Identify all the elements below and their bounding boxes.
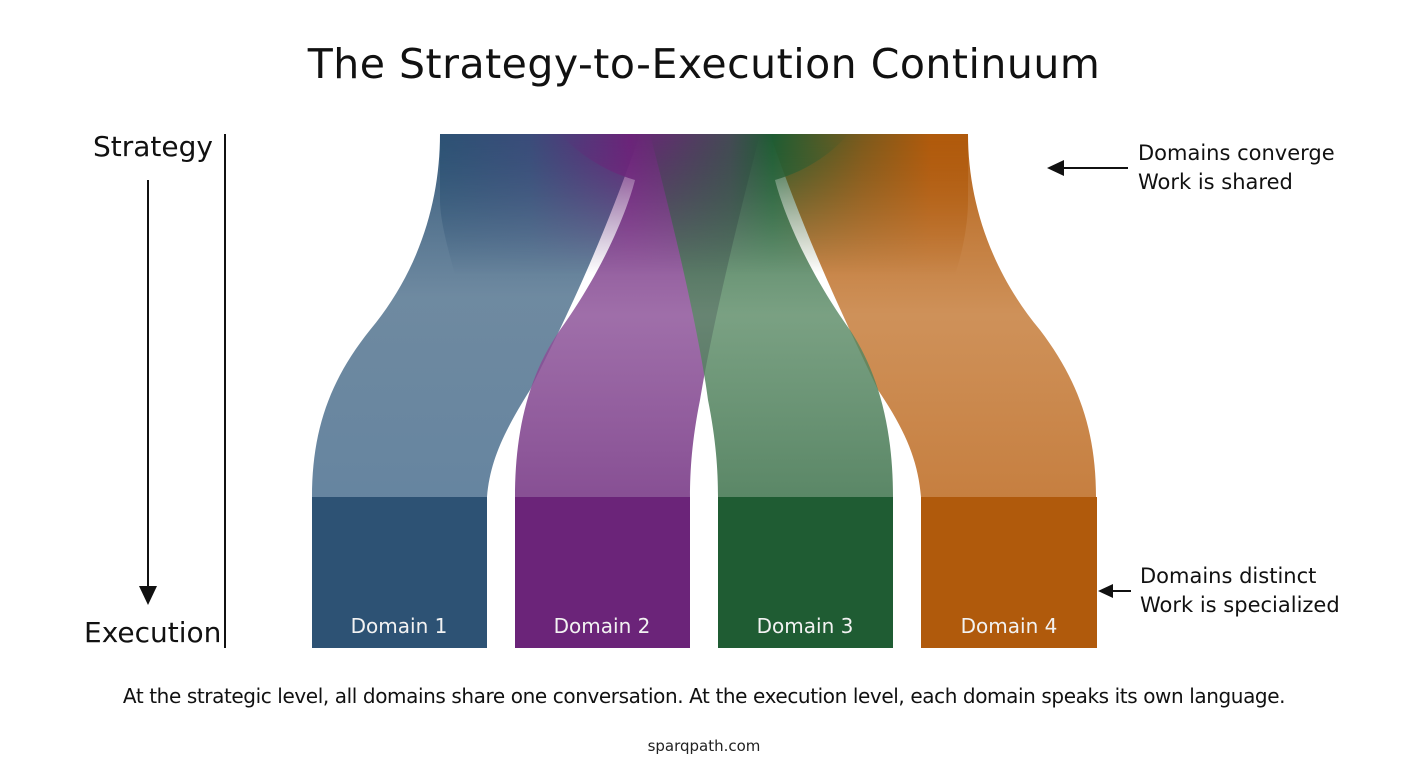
annotation-distinct-line1: Domains distinct <box>1140 564 1317 588</box>
annotation-distinct-line2: Work is specialized <box>1140 593 1340 617</box>
axis-label-execution: Execution <box>84 616 222 649</box>
page-title: The Strategy-to-Execution Continuum <box>307 40 1101 88</box>
left-arrow-icon <box>1047 160 1128 176</box>
domain-1-block <box>312 497 487 648</box>
left-arrow-icon <box>1098 584 1131 598</box>
domain-1-label: Domain 1 <box>350 614 448 638</box>
domain-2-block <box>515 497 690 648</box>
axis-divider-line <box>224 134 226 648</box>
down-arrow-icon <box>139 180 157 605</box>
annotation-converge-line1: Domains converge <box>1138 141 1335 165</box>
domain-4-label: Domain 4 <box>960 614 1058 638</box>
axis-label-strategy: Strategy <box>93 130 213 163</box>
domain-3-label: Domain 3 <box>756 614 854 638</box>
domain-4-block <box>921 497 1097 648</box>
annotation-converge: Domains converge Work is shared <box>1138 139 1335 197</box>
caption: At the strategic level, all domains shar… <box>122 684 1286 708</box>
annotation-converge-line2: Work is shared <box>1138 170 1293 194</box>
annotation-distinct: Domains distinct Work is specialized <box>1140 562 1340 620</box>
footer-site-link[interactable]: sparqpath.com <box>647 737 761 755</box>
domain-3-block <box>718 497 893 648</box>
domain-2-label: Domain 2 <box>553 614 651 638</box>
